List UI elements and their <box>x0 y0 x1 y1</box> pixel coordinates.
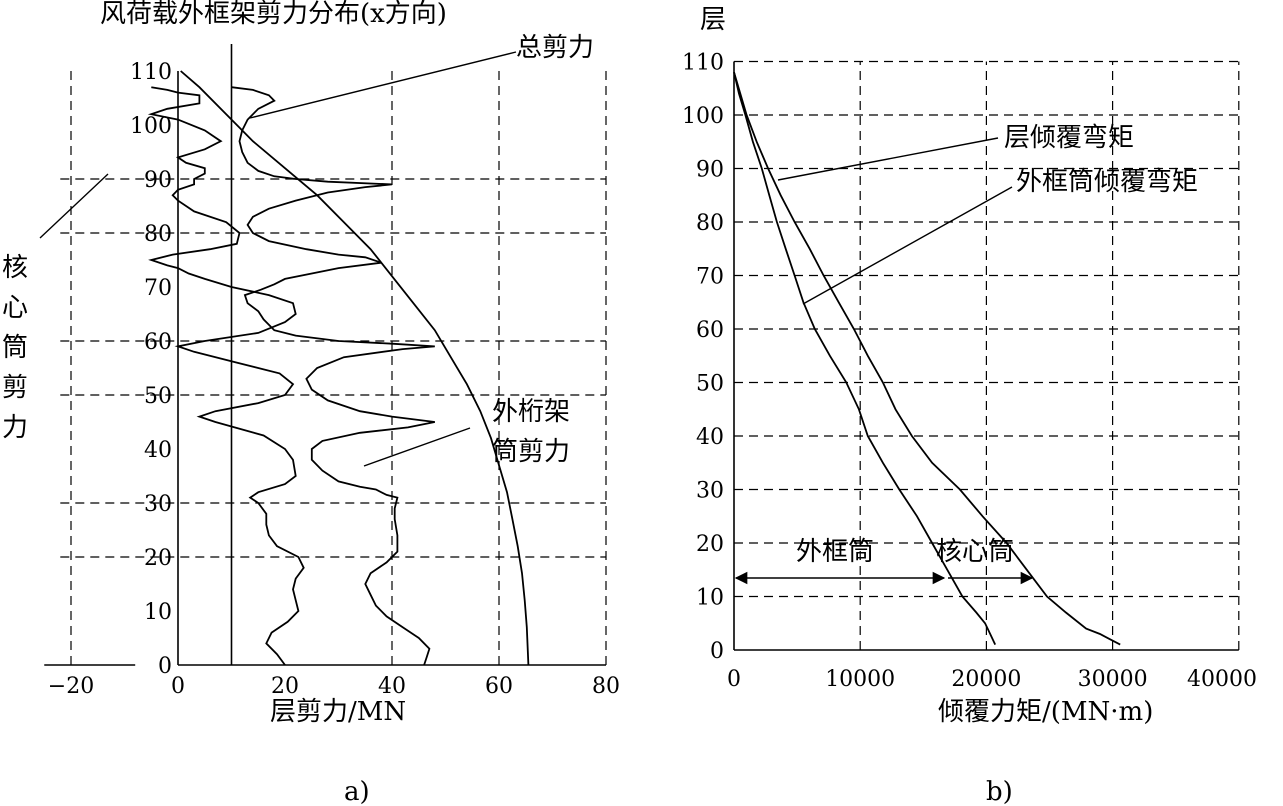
panel-b-grid <box>734 60 1240 650</box>
y-tick-label: 50 <box>144 384 172 409</box>
x-tick-label: 40 <box>378 674 406 699</box>
y-tick-label: 30 <box>144 492 172 517</box>
y-tick-label: 0 <box>710 639 724 664</box>
series-line-total-shear <box>180 70 530 666</box>
y-tick-label: 30 <box>696 479 724 504</box>
panel-b-label: b) <box>986 777 1013 806</box>
series-line-core-shear <box>231 86 435 666</box>
panel-b-y-tick-labels: 0 10 20 30 40 50 60 70 80 90 100 110 <box>682 51 724 665</box>
panel-b-x-axis-label: 倾覆力矩/(MN·m) <box>938 697 1153 727</box>
y-tick-label: 50 <box>696 372 724 397</box>
panel-a-grid <box>60 71 607 665</box>
leader-total-shear <box>249 51 517 119</box>
panel-b-overturning-chart: 0 10 20 30 40 50 60 70 80 90 100 110 0 10000 20000 300… <box>682 5 1257 806</box>
leader-story-moment <box>777 137 999 181</box>
series-line-story-overturning-moment <box>733 71 1121 646</box>
panel-b-series <box>733 71 1121 646</box>
annotation-outer-truss-line2: 筒剪力 <box>492 437 570 467</box>
y-tick-label: 70 <box>696 265 724 290</box>
leader-core-shear <box>39 173 109 239</box>
x-tick-label: 30000 <box>1078 667 1148 692</box>
y-tick-label: 10 <box>696 586 724 611</box>
x-tick-label: 80 <box>592 674 620 699</box>
y-axis-label-char: 核 <box>2 253 28 283</box>
annotation-total-shear: 总剪力 <box>516 33 594 63</box>
y-tick-label: 110 <box>682 51 724 76</box>
x-tick-label: 40000 <box>1187 667 1257 692</box>
y-axis-label-char: 力 <box>2 413 28 443</box>
y-tick-label: 40 <box>144 438 172 463</box>
y-tick-label: 80 <box>144 222 172 247</box>
y-tick-label: 90 <box>144 168 172 193</box>
series-line-frame-overturning-moment <box>733 71 997 645</box>
panel-a-x-tick-labels: −20 0 20 40 60 80 <box>48 674 620 699</box>
panel-a-series <box>147 70 530 666</box>
panel-b-x-tick-labels: 0 10000 20000 30000 40000 <box>727 667 1257 692</box>
leader-frame-moment <box>802 186 1013 305</box>
annotation-story-moment: 层倾覆弯矩 <box>1004 123 1134 153</box>
y-tick-label: 0 <box>158 654 172 679</box>
y-axis-label-char: 心 <box>2 293 28 323</box>
annotation-frame-moment: 外框筒倾覆弯矩 <box>1016 167 1198 197</box>
y-tick-label: 70 <box>144 276 172 301</box>
x-tick-label: 20 <box>271 674 299 699</box>
y-axis-label-char: 筒 <box>2 333 28 363</box>
panel-a-x-axis-label: 层剪力/MN <box>270 697 406 727</box>
annotation-outer-frame: 外框筒 <box>796 537 874 567</box>
y-tick-label: 60 <box>696 318 724 343</box>
leader-outer-truss <box>363 427 471 467</box>
x-tick-label: 10000 <box>825 667 895 692</box>
panel-a-title: 风荷载外框架剪力分布(x方向) <box>100 0 447 29</box>
panel-a-label: a) <box>344 777 370 806</box>
annotation-core: 核心筒 <box>936 537 1014 567</box>
y-tick-label: 80 <box>696 211 724 236</box>
y-tick-label: 10 <box>144 600 172 625</box>
y-tick-label: 20 <box>696 532 724 557</box>
x-tick-label: 0 <box>171 674 185 699</box>
x-tick-label: 60 <box>485 674 513 699</box>
y-tick-label: 60 <box>144 330 172 355</box>
y-tick-label: 20 <box>144 546 172 571</box>
y-tick-label: 100 <box>682 104 724 129</box>
y-tick-label: 90 <box>696 158 724 183</box>
x-tick-label: −20 <box>48 674 94 699</box>
y-tick-label: 40 <box>696 425 724 450</box>
y-tick-label: 110 <box>130 60 172 85</box>
y-axis-label-char: 剪 <box>2 373 28 403</box>
x-tick-label: 20000 <box>951 667 1021 692</box>
panel-a-shear-chart: 0 10 20 30 40 50 60 70 80 90 100 110 −20 0 20 40 60 80 风… <box>2 0 620 806</box>
panel-b-y-axis-label: 层 <box>700 5 726 35</box>
y-tick-label: 100 <box>130 114 172 139</box>
panel-a-axes <box>44 44 606 666</box>
annotation-outer-truss-line1: 外桁架 <box>492 397 570 427</box>
series-line-outer-truss-shear <box>147 86 305 666</box>
panel-b-axes <box>733 61 1239 651</box>
x-tick-label: 0 <box>727 667 741 692</box>
panel-a-y-tick-labels: 0 10 20 30 40 50 60 70 80 90 100 110 <box>130 60 172 679</box>
